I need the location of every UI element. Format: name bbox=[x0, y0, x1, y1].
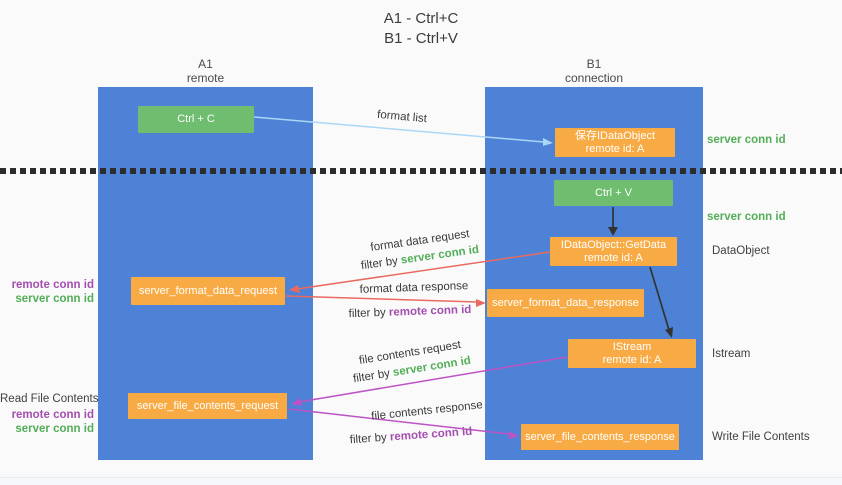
istream-line1: IStream bbox=[612, 340, 652, 353]
save-idataobject-node: 保存IDataObject remote id: A bbox=[555, 128, 675, 157]
bottom-hairline bbox=[0, 477, 842, 478]
format-data-response-filter-label: filter by remote conn id bbox=[348, 304, 471, 320]
istream-line2: remote id: A bbox=[602, 353, 662, 366]
write-file-contents-label: Write File Contents bbox=[712, 431, 810, 443]
idataobject-getdata-line1: IDataObject::GetData bbox=[560, 238, 667, 251]
server-conn-id-label-ctrlv: server conn id bbox=[707, 211, 786, 223]
server-file-contents-request-label: server_file_contents_request bbox=[136, 399, 279, 412]
save-idataobject-line1: 保存IDataObject bbox=[574, 129, 656, 142]
column-a1-id: A1 bbox=[198, 57, 213, 71]
left-read-file-group: Read File Contents remote conn id server… bbox=[0, 392, 99, 436]
ctrl-v-label: Ctrl + V bbox=[595, 186, 632, 199]
left-format-conn-ids: remote conn id server conn id bbox=[0, 278, 94, 306]
diagram-title: A1 - Ctrl+C B1 - Ctrl+V bbox=[0, 9, 842, 49]
server-conn-id-label-format: server conn id bbox=[15, 293, 94, 305]
column-header-a1: A1 remote bbox=[98, 57, 313, 85]
filter-by-text: filter by bbox=[360, 254, 402, 273]
filter-by-text: filter by bbox=[348, 306, 390, 321]
idataobject-getdata-line2: remote id: A bbox=[584, 251, 643, 264]
phase-divider-dotted-line bbox=[0, 168, 842, 174]
remote-conn-id-label-format: remote conn id bbox=[11, 279, 94, 291]
format-list-label: format list bbox=[376, 108, 428, 126]
ctrl-v-node: Ctrl + V bbox=[554, 180, 673, 206]
server-format-data-request-node: server_format_data_request bbox=[131, 277, 285, 305]
read-file-contents-label: Read File Contents bbox=[0, 393, 99, 405]
server-file-contents-request-node: server_file_contents_request bbox=[128, 393, 287, 419]
server-conn-id-label-save: server conn id bbox=[707, 134, 786, 146]
ctrl-c-node: Ctrl + C bbox=[138, 106, 254, 133]
save-idataobject-line2: remote id: A bbox=[585, 142, 645, 155]
idataobject-getdata-node: IDataObject::GetData remote id: A bbox=[550, 237, 677, 266]
filter-by-text: filter by bbox=[349, 431, 391, 447]
column-b1-subtitle: connection bbox=[564, 71, 624, 85]
file-contents-response-label: file contents response bbox=[370, 399, 484, 423]
server-format-data-response-node: server_format_data_response bbox=[487, 289, 644, 317]
title-line-2: B1 - Ctrl+V bbox=[384, 30, 458, 47]
server-conn-id-label-file: server conn id bbox=[15, 423, 94, 435]
istream-side-label: Istream bbox=[712, 348, 751, 360]
remote-conn-id-key: remote conn id bbox=[389, 425, 473, 444]
column-a1-subtitle: remote bbox=[186, 71, 225, 85]
istream-node: IStream remote id: A bbox=[568, 339, 696, 368]
remote-conn-id-key: remote conn id bbox=[388, 303, 472, 319]
server-file-contents-response-node: server_file_contents_response bbox=[521, 424, 679, 450]
column-header-b1: B1 connection bbox=[485, 57, 703, 85]
filter-by-text: filter by bbox=[352, 367, 394, 386]
column-b1-id: B1 bbox=[586, 57, 602, 71]
server-format-data-response-label: server_format_data_response bbox=[492, 296, 639, 309]
format-data-response-label: format data response bbox=[359, 280, 469, 296]
server-file-contents-response-label: server_file_contents_response bbox=[525, 430, 675, 443]
file-contents-response-filter-label: filter by remote conn id bbox=[349, 426, 472, 447]
server-format-data-request-label: server_format_data_request bbox=[138, 284, 278, 297]
remote-conn-id-label-file: remote conn id bbox=[11, 409, 94, 421]
dataobject-label: DataObject bbox=[712, 245, 770, 257]
ctrl-c-label: Ctrl + C bbox=[177, 113, 215, 125]
title-line-1: A1 - Ctrl+C bbox=[383, 10, 459, 27]
